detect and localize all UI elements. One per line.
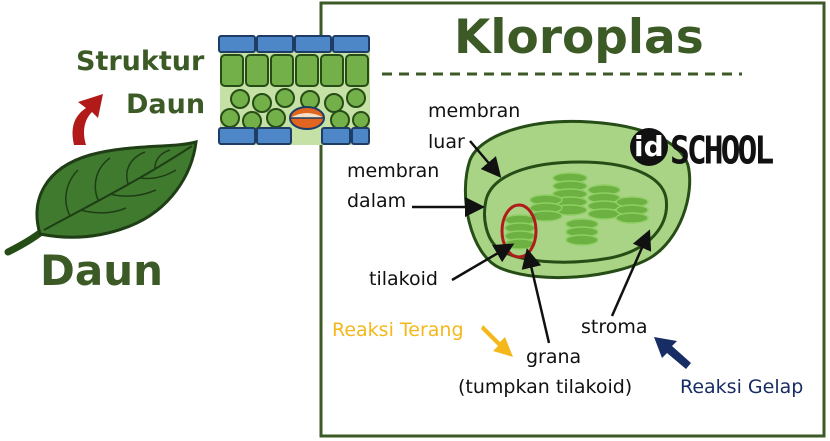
granum-4 (615, 196, 649, 224)
reaksi-gelap-label: Reaksi Gelap (680, 376, 804, 398)
struktur-label: Struktur (76, 46, 205, 77)
curved-arrow-icon (72, 94, 103, 145)
membran-luar-label-2: luar (428, 131, 465, 153)
grana-label-2: (tumpkan tilakoid) (458, 376, 633, 398)
pointer-membran-luar (469, 140, 502, 178)
daun-small-label: Daun (126, 89, 206, 120)
grana-stacks (504, 172, 649, 250)
logo-school: SCHOOL (670, 127, 774, 173)
pointer-grana (521, 248, 551, 344)
idschool-logo: id SCHOOL (630, 118, 774, 176)
pointer-tilakoid (451, 243, 515, 282)
page-title: Kloroplas (454, 10, 704, 65)
tilakoid-highlight (500, 203, 538, 259)
logo-id: id (634, 130, 664, 163)
granum-2 (529, 194, 563, 222)
leaf-icon (4, 139, 198, 256)
reaksi-gelap-arrow (654, 337, 691, 369)
leaf-cross-section-icon (218, 35, 370, 145)
membran-dalam-label-1: membran (347, 160, 440, 182)
membran-luar-label-1: membran (428, 100, 521, 122)
logo-circle (630, 128, 668, 166)
granum-5 (504, 214, 536, 250)
tilakoid-label: tilakoid (369, 268, 438, 290)
stroma-label: stroma (581, 316, 648, 338)
pointer-stroma (610, 229, 652, 317)
granum-6 (565, 218, 599, 246)
granum-3 (587, 184, 621, 220)
reaksi-terang-arrow (481, 325, 513, 357)
reaksi-terang-label: Reaksi Terang (332, 319, 464, 341)
grana-label-1: grana (526, 346, 582, 368)
daun-big-label: Daun (40, 246, 164, 295)
membran-dalam-label-2: dalam (347, 190, 407, 212)
